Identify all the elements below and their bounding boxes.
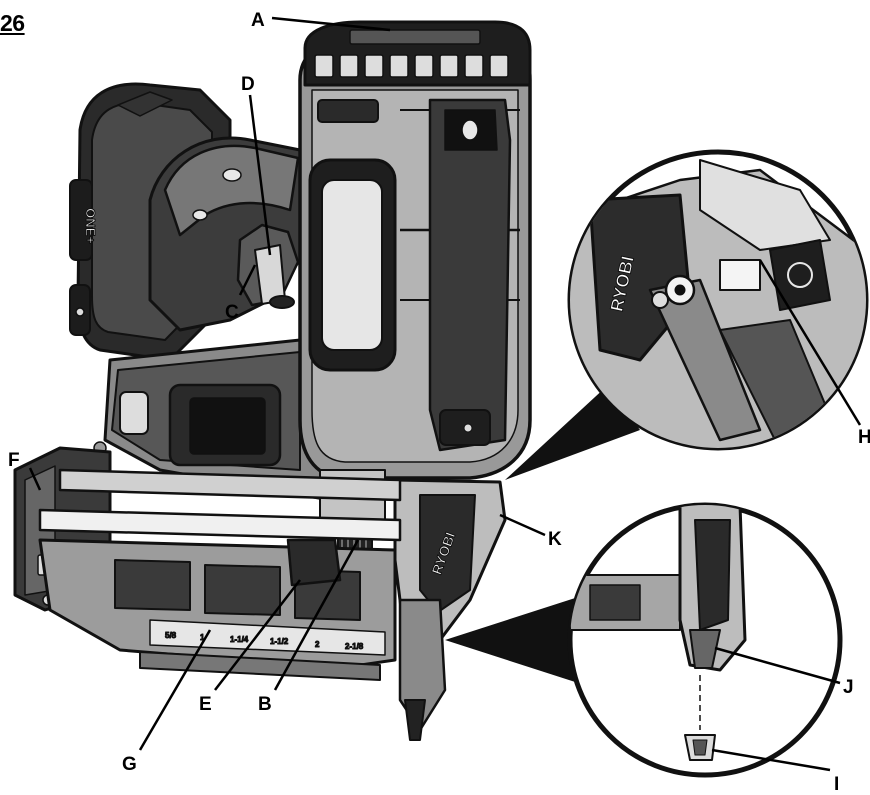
- callout-K: K: [548, 529, 562, 550]
- callout-J: J: [843, 677, 854, 698]
- callout-F: F: [8, 450, 20, 471]
- inset-j-detail: [445, 502, 843, 778]
- inset-h-detail: RYOBI: [505, 149, 869, 480]
- magazine: 5/8 1 1-1/4 1-1/2 2 2-1/8: [13, 446, 402, 681]
- scale-mark-6: 2-1/8: [345, 642, 364, 651]
- nose-assembly: RYOBI: [393, 478, 507, 741]
- figure-number: 26: [0, 10, 25, 36]
- scale-mark-4: 1-1/2: [270, 637, 289, 646]
- callout-D: D: [241, 74, 255, 95]
- callout-E: E: [199, 694, 212, 715]
- scale-mark-2: 1: [200, 633, 205, 642]
- callout-C: C: [225, 302, 239, 323]
- callout-labels: A D C F K H J E B G I: [8, 10, 870, 795]
- callout-G: G: [122, 754, 137, 775]
- callout-I: I: [834, 774, 839, 795]
- callout-A: A: [251, 10, 265, 31]
- callout-H: H: [858, 427, 870, 448]
- scale-mark-1: 5/8: [165, 631, 177, 640]
- battery-brand-text: ONE+: [83, 208, 98, 244]
- nail-length-scale: 5/8 1 1-1/4 1-1/2 2 2-1/8: [165, 631, 365, 652]
- callout-B: B: [258, 694, 272, 715]
- leader-lines: [28, 16, 862, 772]
- main-cylinder: [298, 20, 532, 480]
- scale-mark-5: 2: [315, 640, 320, 649]
- scale-mark-3: 1-1/4: [230, 635, 249, 644]
